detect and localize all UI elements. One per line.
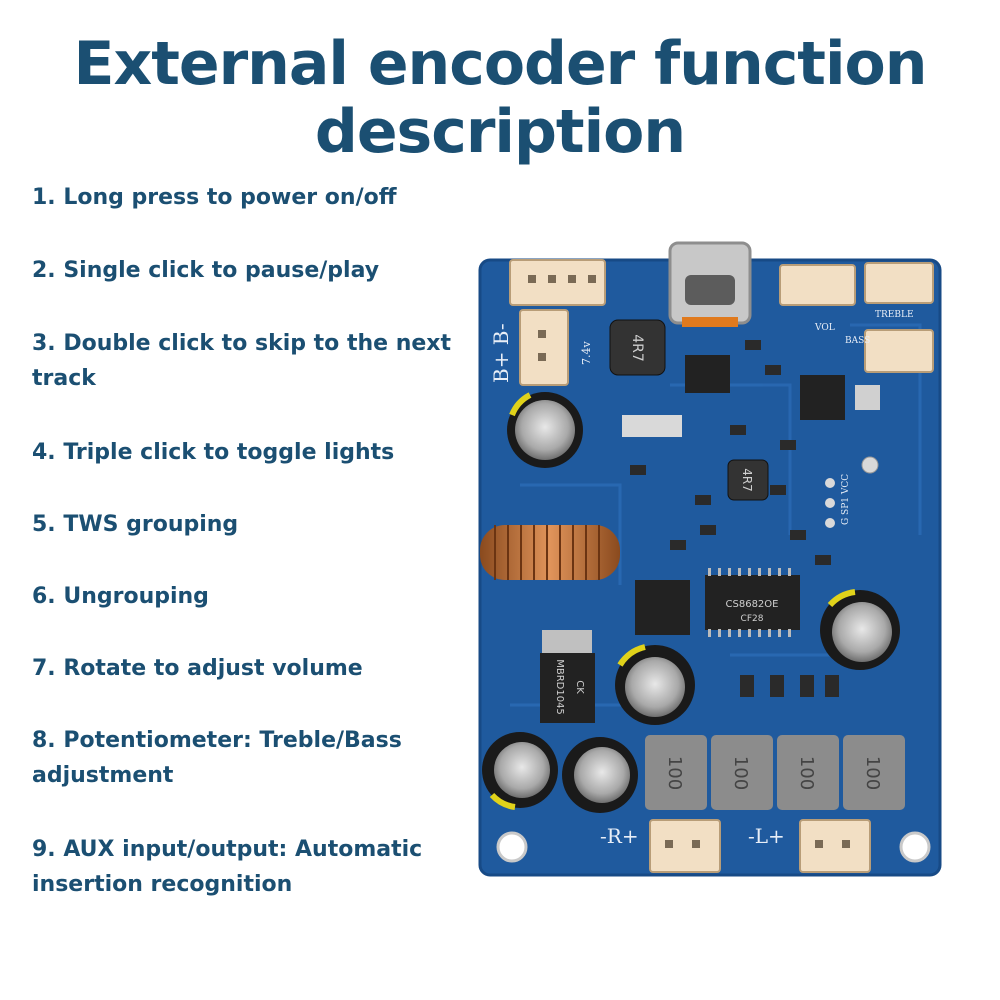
ic-chip: [635, 580, 690, 635]
capacitor: [615, 644, 695, 725]
inductor-label: 4R7: [629, 334, 645, 362]
ic-chip: [685, 355, 730, 393]
inductor-label: 4R7: [740, 468, 754, 492]
feature-text: 6. Ungrouping: [32, 584, 209, 609]
ic-chip: [855, 385, 880, 410]
feature-text-continued: insertion recognition: [32, 872, 293, 897]
connector: [509, 259, 934, 873]
diode-label: MBRD1045: [554, 659, 565, 715]
feature-text: 3. Double click to skip to the next: [32, 331, 451, 356]
silkscreen-right-out: -R+: [600, 824, 639, 848]
feature-item-potentiometer: 8. Potentiometer: Treble/Bass adjustment: [32, 723, 472, 793]
feature-item-aux: 9. AUX input/output: Automatic insertion…: [32, 832, 472, 902]
silkscreen-pins: G SP1 VCC: [841, 474, 851, 525]
capacitor: [482, 732, 558, 810]
silkscreen-left-out: -L+: [748, 824, 785, 848]
inductor-large: [645, 735, 905, 810]
mounting-hole: [496, 831, 528, 863]
pcb-board-illustration: B+ B- 7.4v VOL TREBLE BASS G SP1 VCC -R+…: [478, 241, 942, 877]
diode-package: [540, 653, 595, 723]
feature-item-ungrouping: 6. Ungrouping: [32, 579, 472, 614]
ic-chip: [800, 375, 845, 420]
ic-chip: [622, 415, 682, 437]
feature-item-lights: 4. Triple click to toggle lights: [32, 435, 472, 470]
feature-text: 5. TWS grouping: [32, 512, 239, 537]
amp-ic: [705, 575, 800, 630]
toroid-inductor: [480, 525, 620, 580]
inductor-small: [727, 459, 769, 501]
silkscreen-battery: B+ B-: [489, 323, 513, 383]
feature-text-continued: adjustment: [32, 763, 174, 788]
feature-item-volume: 7. Rotate to adjust volume: [32, 651, 472, 686]
feature-item-power: 1. Long press to power on/off: [32, 180, 472, 215]
feature-text: 4. Triple click to toggle lights: [32, 440, 395, 465]
capacitor: [820, 589, 900, 670]
feature-text: 1. Long press to power on/off: [32, 185, 397, 210]
capacitor: [562, 737, 638, 813]
amp-ic-label: CS8682OE: [726, 599, 779, 610]
feature-item-tws-grouping: 5. TWS grouping: [32, 507, 472, 542]
inductor-small: [609, 319, 666, 376]
inductor-large-label: 100: [730, 756, 751, 790]
mounting-hole: [899, 831, 931, 863]
capacitor: [507, 392, 583, 468]
page-title: External encoder function description: [0, 30, 1000, 166]
diode-tab: [542, 630, 592, 655]
feature-text: 9. AUX input/output: Automatic: [32, 837, 423, 862]
silkscreen-bass: BASS: [845, 336, 870, 346]
silkscreen-vol: VOL: [814, 323, 835, 333]
feature-text-continued: track: [32, 366, 96, 391]
feature-text: 2. Single click to pause/play: [32, 258, 380, 283]
page-title-line-1: External encoder function: [73, 29, 928, 99]
diode-sublabel: CK: [574, 680, 585, 694]
silkscreen-treble: TREBLE: [875, 310, 914, 320]
pcb-board-photo: B+ B- 7.4v VOL TREBLE BASS G SP1 VCC -R+…: [470, 235, 950, 890]
amp-ic-sublabel: CF28: [741, 614, 764, 624]
inductor-large-label: 100: [862, 756, 883, 790]
feature-text: 8. Potentiometer: Treble/Bass: [32, 728, 402, 753]
feature-item-pause-play: 2. Single click to pause/play: [32, 253, 472, 288]
inductor-large-label: 100: [796, 756, 817, 790]
page-title-line-2: description: [314, 97, 686, 167]
feature-item-skip: 3. Double click to skip to the next trac…: [32, 326, 472, 396]
feature-text: 7. Rotate to adjust volume: [32, 656, 363, 681]
silkscreen-voltage: 7.4v: [580, 341, 593, 365]
inductor-large-label: 100: [664, 756, 685, 790]
antenna-connector: [861, 456, 879, 474]
pin-header: [825, 478, 835, 528]
